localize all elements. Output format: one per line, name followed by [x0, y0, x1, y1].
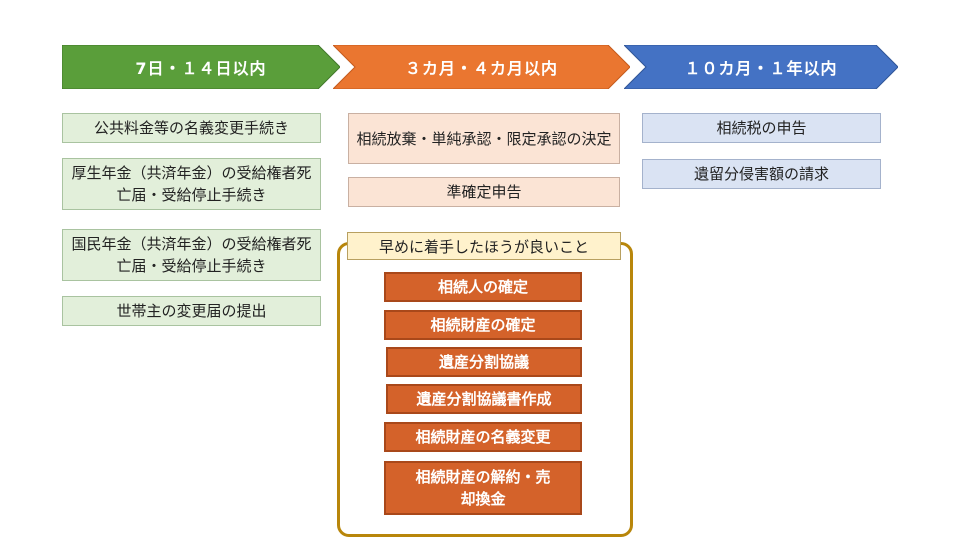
phase-label-2: ３カ月・４カ月以内 [404, 59, 558, 78]
early-item-heir-confirmation: 相続人の確定 [384, 272, 582, 302]
early-item-division-negotiation: 遺産分割協議 [386, 347, 582, 377]
task-inheritance-tax-return: 相続税の申告 [642, 113, 881, 143]
early-item-estate-liquidation: 相続財産の解約・売却換金 [384, 461, 582, 515]
phase-arrow-2: ３カ月・４カ月以内 [333, 45, 630, 89]
phase-label-3: １０カ月・１年以内 [684, 59, 838, 78]
phase-label-1: 7日・１４日以内 [135, 59, 267, 78]
task-utility-name-change: 公共料金等の名義変更手続き [62, 113, 321, 143]
task-householder-change: 世帯主の変更届の提出 [62, 296, 321, 326]
task-national-pension-death-notice: 国民年金（共済年金）の受給権者死亡届・受給停止手続き [62, 229, 321, 281]
task-quasi-final-return: 準確定申告 [348, 177, 620, 207]
early-item-division-document: 遺産分割協議書作成 [386, 384, 582, 414]
phase-arrow-3: １０カ月・１年以内 [624, 45, 898, 89]
phase-arrow-1: 7日・１４日以内 [62, 45, 340, 89]
phase-arrow-1-shape [62, 45, 340, 89]
phase-arrow-3-shape [624, 45, 898, 89]
early-tasks-title: 早めに着手したほうが良いこと [347, 232, 621, 260]
phase-arrow-2-shape [333, 45, 630, 89]
early-item-estate-confirmation: 相続財産の確定 [384, 310, 582, 340]
task-inheritance-decision: 相続放棄・単純承認・限定承認の決定 [348, 113, 620, 164]
task-legal-share-claim: 遺留分侵害額の請求 [642, 159, 881, 189]
early-item-estate-name-change: 相続財産の名義変更 [384, 422, 582, 452]
task-employee-pension-death-notice: 厚生年金（共済年金）の受給権者死亡届・受給停止手続き [62, 158, 321, 210]
